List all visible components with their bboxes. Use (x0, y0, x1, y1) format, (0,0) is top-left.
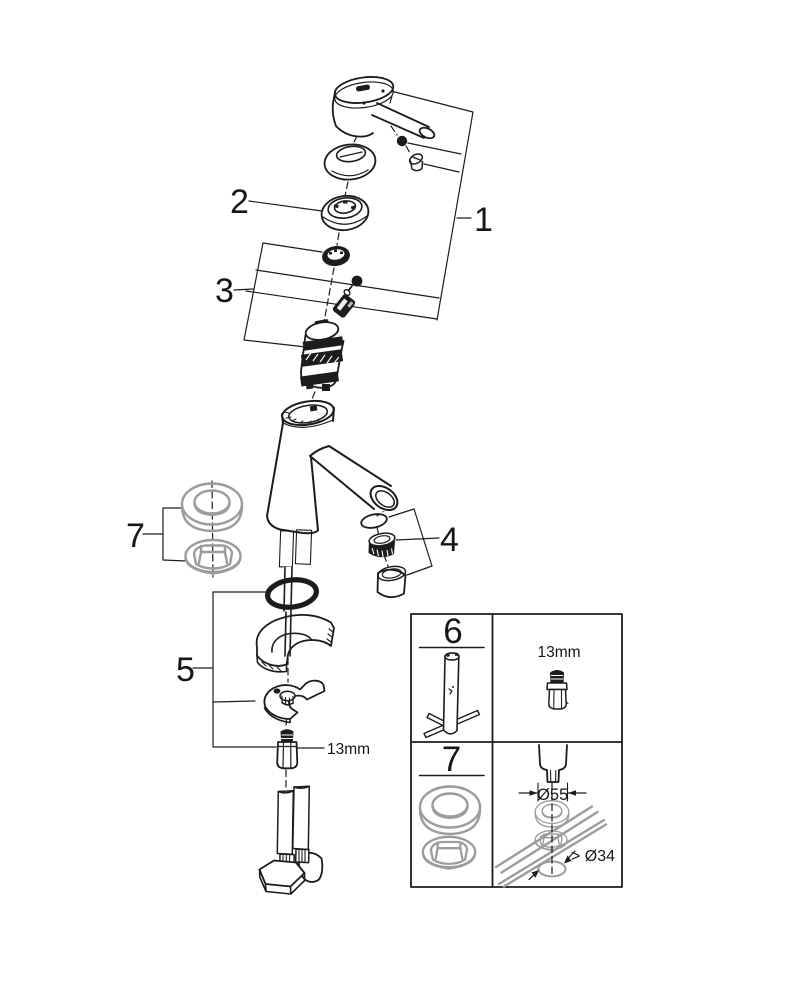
aerator-insert (368, 532, 396, 558)
inset-label-6: 6 (443, 612, 462, 651)
supply-hoses (258, 785, 324, 895)
callout-1-bracket (390, 90, 474, 321)
callout-5: 5 (176, 651, 195, 689)
handle-skirt-ring (323, 143, 377, 181)
mounting-bolt (276, 729, 299, 770)
faucet-body (266, 399, 399, 535)
inset-cell-rings: 7 (418, 740, 485, 870)
callout-4-bracket (388, 508, 440, 576)
stabilizer-wedge (255, 611, 335, 673)
dim-55: Ø55 (518, 782, 587, 804)
o-ring (265, 577, 319, 610)
inset-13mm-label: 13mm (537, 644, 580, 661)
callout-1: 1 (474, 201, 493, 239)
bolt-size-label: 13mm (327, 741, 370, 758)
callout-2-leader (248, 200, 323, 212)
callout-5-bracket (192, 591, 277, 748)
cartridge-dome-cap (320, 194, 370, 232)
dim-34: > Ø34 (528, 848, 615, 881)
inset-cell-wrench: 13mm (537, 644, 581, 710)
inset-label-7: 7 (442, 740, 461, 779)
threaded-shank (278, 529, 313, 612)
cartridge (299, 319, 345, 391)
escutcheon-washer-gray (180, 480, 244, 578)
aerator-washer (360, 513, 388, 529)
inset-cell-install: Ø55 > Ø34 (494, 744, 615, 888)
escutcheon-diameter-label: Ø55 (537, 786, 568, 804)
stop-screw (343, 275, 363, 297)
callout-4: 4 (440, 521, 459, 559)
hole-diameter-label: > Ø34 (571, 848, 615, 865)
bolt-icon (546, 670, 569, 710)
temperature-limiter (332, 294, 356, 318)
callout-7: 7 (126, 517, 145, 555)
handle-grub-screw (396, 135, 408, 147)
inset-box: 6 13mm (410, 612, 623, 888)
callout-2: 2 (230, 183, 249, 221)
socket-tool-icon (423, 652, 481, 739)
callout-3-bracket (233, 242, 440, 348)
handle-cap (408, 153, 424, 172)
callout-7-bracket (142, 507, 187, 562)
inset-cell-tool: 6 (418, 612, 485, 739)
seal-ring (322, 245, 350, 267)
aerator-housing (376, 565, 407, 599)
callout-3: 3 (215, 272, 234, 310)
spout (309, 446, 396, 512)
lever-handle (331, 76, 436, 140)
mounting-clamp (263, 679, 326, 724)
